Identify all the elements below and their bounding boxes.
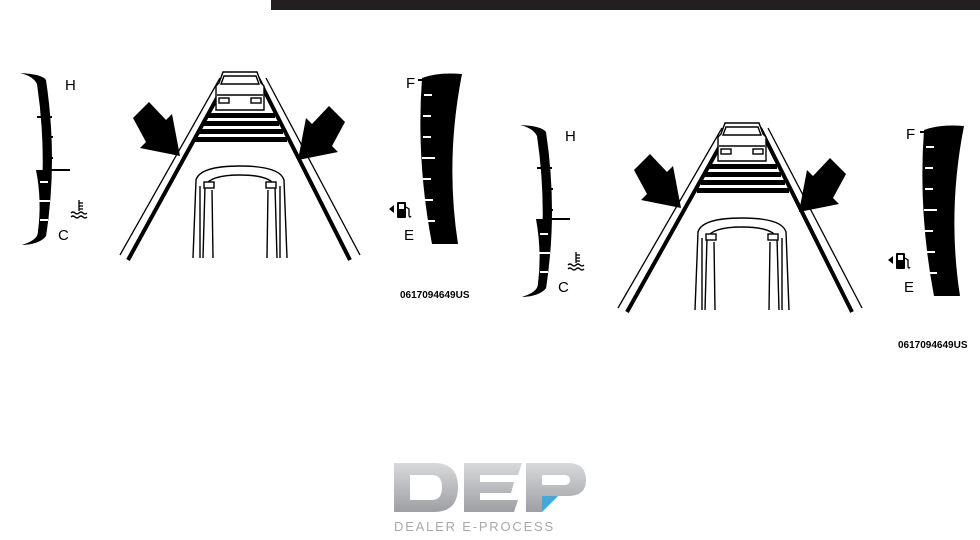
own-vehicle-hood xyxy=(193,166,287,258)
fuel-gauge: F E xyxy=(389,74,462,245)
dealer-eprocess-logo: DEALER E-PROCESS xyxy=(392,460,592,535)
temp-hot-label: H xyxy=(565,128,576,145)
own-vehicle-hood xyxy=(695,218,789,310)
coolant-temperature-icon xyxy=(71,200,87,218)
temp-hot-label: H xyxy=(65,77,76,94)
lead-vehicle xyxy=(216,72,264,110)
fuel-gauge: F E xyxy=(888,126,964,297)
fuel-pump-icon xyxy=(888,253,910,269)
fuel-empty-label: E xyxy=(404,227,414,244)
logo-accent xyxy=(542,496,558,512)
logo-mark xyxy=(394,463,586,512)
following-distance-scene xyxy=(618,123,862,312)
arrow-left xyxy=(634,154,681,208)
logo-tagline: DEALER E-PROCESS xyxy=(394,519,555,534)
temp-cold-label: C xyxy=(58,227,69,244)
cluster-illustration-left: H C xyxy=(0,0,500,320)
following-distance-scene xyxy=(120,72,360,260)
lead-vehicle xyxy=(718,123,766,161)
fuel-full-label: F xyxy=(906,126,915,143)
arrow-right xyxy=(799,158,846,212)
temperature-gauge: H C xyxy=(20,73,87,245)
temperature-gauge: H C xyxy=(520,125,584,297)
figure-code: 0617094649US xyxy=(898,340,968,351)
fuel-empty-label: E xyxy=(904,279,914,296)
temp-cold-label: C xyxy=(558,279,569,296)
cluster-illustration-right: H C xyxy=(500,52,980,352)
coolant-temperature-icon xyxy=(568,252,584,270)
figure-code: 0617094649US xyxy=(400,290,470,301)
fuel-pump-icon xyxy=(389,202,411,218)
arrow-left xyxy=(133,102,180,156)
arrow-right xyxy=(298,106,345,160)
fuel-full-label: F xyxy=(406,75,415,92)
